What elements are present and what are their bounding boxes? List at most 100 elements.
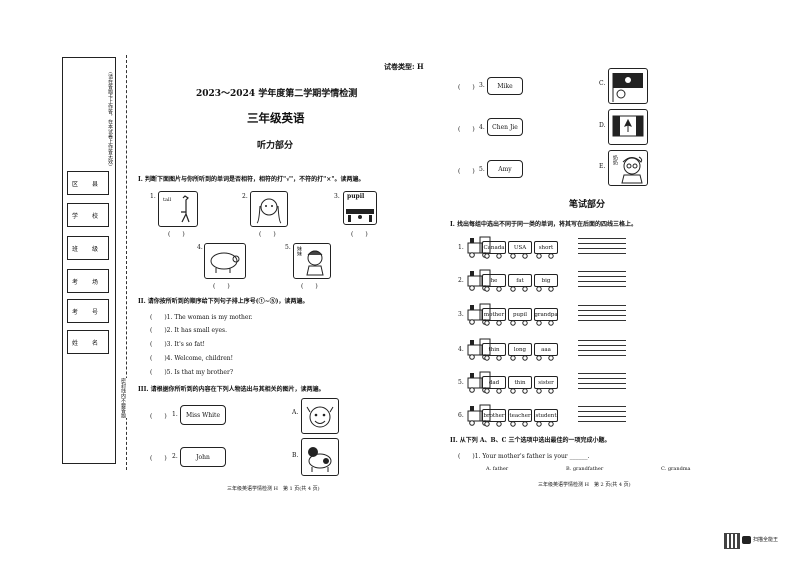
q3-item-number: 2. xyxy=(172,453,178,460)
q1-item-number: 3. xyxy=(334,193,340,200)
q1-answer-paren: ( ) xyxy=(168,231,185,238)
four-line-grid-line xyxy=(578,340,626,341)
train-wheels-icon xyxy=(510,421,528,427)
binding-field-label: 区 县 xyxy=(67,171,109,195)
listening-section-title: 听力部分 xyxy=(257,141,294,151)
train-wheels-icon xyxy=(510,286,528,292)
train-wheels-icon xyxy=(484,388,502,394)
q3-option-letter: C. xyxy=(599,80,606,87)
train-car-word: brother xyxy=(482,409,506,422)
subject-title: 三年级英语 xyxy=(247,111,305,125)
train-car-word: short xyxy=(534,241,558,254)
q1-picture-label: 妹妹 xyxy=(296,246,302,256)
q3-picture-e-label: 奶奶 xyxy=(612,155,618,165)
q1-item-number: 5. xyxy=(285,244,291,251)
scanner-text: 扫描全能王 xyxy=(753,537,779,543)
train-number: 2. xyxy=(458,277,464,284)
q1-item-number: 4. xyxy=(197,244,203,251)
train-wheels-icon xyxy=(510,388,528,394)
four-line-grid-line xyxy=(578,238,626,239)
four-line-grid-line xyxy=(578,320,626,321)
train-car-word: aaa xyxy=(534,343,558,356)
writing-option-b: B. grandfather xyxy=(566,466,604,472)
four-line-grid-line xyxy=(578,345,626,346)
q1-picture-pupil: pupil xyxy=(343,191,377,225)
writing-section-title: 笔试部分 xyxy=(569,200,606,210)
train-wheels-icon xyxy=(510,253,528,259)
scanner-logo-icon xyxy=(742,536,751,544)
four-line-grid-line xyxy=(578,355,626,356)
writing-q2-instruction: II. 从下列 A、B、C 三个选项中选出最佳的一项完成小题。 xyxy=(450,437,611,444)
train-number: 4. xyxy=(458,346,464,353)
four-line-grid-line xyxy=(578,421,626,422)
four-line-grid-line xyxy=(578,315,626,316)
train-number: 5. xyxy=(458,379,464,386)
q2-instruction: II. 请你按所听到的顺序给下列句子排上序号(①~⑤)，读两遍。 xyxy=(138,298,309,305)
q1-answer-paren: ( ) xyxy=(259,231,276,238)
four-line-grid-line xyxy=(578,310,626,311)
q3-picture-d xyxy=(608,109,648,145)
q3-picture-e: 奶奶 xyxy=(608,150,648,186)
q3-picture-b xyxy=(301,438,339,476)
sister-icon xyxy=(306,250,324,276)
pupil-class-icon xyxy=(346,209,374,222)
boy-face-icon xyxy=(306,406,334,428)
train-wheels-icon xyxy=(484,320,502,326)
q1-picture-pig xyxy=(204,243,246,279)
footer-right: 三年级英语学情检测 H 第 2 页(共 4 页) xyxy=(538,482,631,488)
four-line-grid-line xyxy=(578,350,626,351)
train-wheels-icon xyxy=(510,355,528,361)
girl-face-icon xyxy=(256,198,282,224)
train-car-word: pupil xyxy=(508,308,532,321)
four-line-grid-line xyxy=(578,373,626,374)
q3-option-letter: E. xyxy=(599,163,606,170)
q3-option-letter: A. xyxy=(292,409,299,416)
four-line-grid-line xyxy=(578,286,626,287)
train-number: 1. xyxy=(458,244,464,251)
train-number: 6. xyxy=(458,412,464,419)
canada-flag-icon xyxy=(612,115,644,137)
four-line-grid-line xyxy=(578,378,626,379)
train-car-word: thin xyxy=(508,376,532,389)
train-wheels-icon xyxy=(484,355,502,361)
q1-picture-giraffe: tall xyxy=(158,191,198,227)
binding-field-label: 学 校 xyxy=(67,203,109,227)
writing-option-c: C. grandma xyxy=(661,466,691,472)
train-wheels-icon xyxy=(536,286,554,292)
q3-name-box: John xyxy=(180,447,226,467)
seal-line xyxy=(126,55,127,470)
q2-sentence: ( )4. Welcome, children! xyxy=(150,355,234,362)
page-title: 2023～2024 学年度第二学期学情检测 xyxy=(196,89,358,99)
qr-code-icon xyxy=(724,533,740,549)
writing-option-a: A. father xyxy=(486,466,509,472)
q1-answer-paren: ( ) xyxy=(351,231,368,238)
train-wheels-icon xyxy=(536,388,554,394)
dog-icon xyxy=(308,447,332,472)
q3-name-box: Amy xyxy=(487,160,523,178)
train-wheels-icon xyxy=(536,253,554,259)
four-line-grid-line xyxy=(578,388,626,389)
four-line-grid-line xyxy=(578,281,626,282)
four-line-grid-line xyxy=(578,276,626,277)
train-car-word: dad xyxy=(482,376,506,389)
train-car-word: Canada xyxy=(482,241,506,254)
train-wheels-icon xyxy=(536,355,554,361)
q1-picture-sister: 妹妹 xyxy=(293,243,331,279)
train-number: 3. xyxy=(458,311,464,318)
train-car-word: mother xyxy=(482,308,506,321)
four-line-grid-line xyxy=(578,271,626,272)
q3-item-number: 5. xyxy=(479,166,485,173)
q1-item-number: 1. xyxy=(150,193,156,200)
train-car-word: grandpa xyxy=(534,308,558,321)
binding-notice: (请在答题卡上作答，在本试卷上作答无效) xyxy=(107,72,113,166)
q3-name-box: Miss White xyxy=(180,405,226,425)
writing-q2-item: ( )1. Your mother's father is your _____… xyxy=(458,453,590,460)
giraffe-icon xyxy=(181,195,190,223)
q1-picture-girl xyxy=(250,191,288,227)
q3-answer-paren: ( ) xyxy=(150,413,167,420)
q2-sentence: ( )1. The woman is my mother. xyxy=(150,314,253,321)
binding-field-label: 姓 名 xyxy=(67,330,109,354)
q1-instruction: I. 判断下面图片与你所听到的单词是否相符，相符的打"√"，不符的打"×"。读两… xyxy=(138,176,365,183)
four-line-grid-line xyxy=(578,248,626,249)
train-car-word: teacher xyxy=(508,409,532,422)
